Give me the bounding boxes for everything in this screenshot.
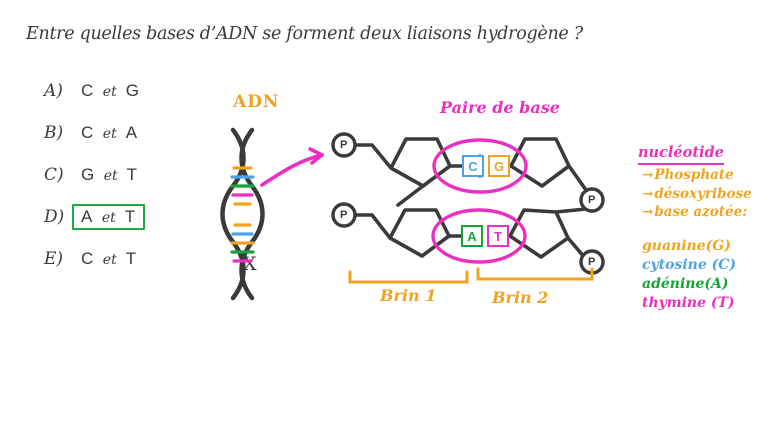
zoom-arrow-icon — [260, 147, 324, 187]
option-e-conjunction: et — [102, 251, 117, 268]
option-d-base2: T — [124, 206, 136, 226]
answer-options-list: A) C et G B) C et A C) G et T D) — [44, 70, 254, 280]
legend-panel: nucléotide →Phosphate →désoxyribose →bas… — [638, 142, 760, 313]
option-a-base1: C — [81, 80, 94, 100]
legend-bases-list: guanine(G) cytosine (C) adénine(A) thymi… — [642, 237, 760, 313]
option-e[interactable]: E) C et T — [44, 238, 254, 280]
arrow-icon: → — [642, 204, 654, 221]
legend-base-thymine-name: thymine — [642, 294, 706, 311]
option-b-base1: C — [81, 122, 94, 142]
legend-item-phosphate: →Phosphate — [642, 167, 760, 184]
base-box-thymine: T — [487, 225, 509, 247]
legend-base-adenine-name: adénine — [642, 276, 705, 293]
dna-helix-icon — [220, 127, 265, 301]
option-b[interactable]: B) C et A — [44, 112, 254, 154]
strand-2-label: Brin 2 — [492, 288, 549, 307]
option-b-base2: A — [125, 122, 138, 142]
phosphate-label-2: P — [340, 209, 348, 221]
arrow-icon: → — [642, 166, 654, 183]
option-e-base2: T — [125, 248, 137, 268]
legend-base-guanine-code: (G) — [705, 238, 731, 255]
legend-item-deoxyribose: →désoxyribose — [642, 186, 760, 203]
phosphate-label-3: P — [588, 194, 596, 206]
base-box-cytosine: C — [462, 155, 484, 177]
option-c[interactable]: C) G et T — [44, 154, 254, 196]
correct-answer-highlight-box: A et T — [72, 203, 145, 231]
adn-title: ADN — [233, 92, 280, 112]
legend-base-thymine: thymine (T) — [642, 294, 760, 313]
legend-base-guanine: guanine(G) — [642, 237, 760, 256]
legend-base-thymine-code: (T) — [710, 294, 735, 311]
option-c-base2: T — [126, 164, 138, 184]
option-e-letter: E) — [44, 249, 64, 269]
legend-base-cytosine: cytosine (C) — [642, 256, 760, 275]
option-b-conjunction: et — [102, 125, 117, 142]
phosphate-label-1: P — [340, 139, 348, 151]
option-a-base2: G — [125, 80, 140, 100]
legend-base-cytosine-name: cytosine — [642, 257, 707, 274]
question-text: Entre quelles bases d’ADN se forment deu… — [26, 24, 583, 44]
legend-item-nitrogenous-base: →base azotée: — [642, 204, 760, 221]
legend-base-guanine-name: guanine — [642, 238, 706, 255]
option-a-letter: A) — [44, 81, 63, 101]
base-pair-title: Paire de base — [440, 98, 560, 117]
base-box-guanine: G — [488, 155, 510, 177]
legend-base-adenine: adénine(A) — [642, 275, 760, 294]
legend-title: nucléotide — [638, 144, 724, 165]
legend-base-adenine-code: (A) — [704, 276, 729, 293]
legend-base-cytosine-code: (C) — [711, 257, 737, 274]
legend-item-nitrogenous-base-label: base azotée: — [654, 204, 748, 221]
option-a-conjunction: et — [102, 83, 117, 100]
arrow-icon: → — [642, 185, 654, 202]
phosphate-circles — [331, 132, 605, 275]
strand-1-label: Brin 1 — [380, 286, 437, 305]
base-pair-ellipse-at — [431, 208, 527, 264]
option-d-letter: D) — [44, 207, 65, 227]
helix-base-rungs — [230, 166, 255, 263]
base-pair-ellipse-cg — [432, 138, 528, 194]
option-c-base1: G — [81, 164, 95, 184]
strand-brackets — [348, 267, 594, 284]
legend-item-phosphate-label: Phosphate — [654, 166, 734, 183]
phosphate-label-4: P — [588, 256, 596, 268]
option-e-base1: C — [81, 248, 94, 268]
strand1-backbone — [352, 137, 464, 258]
option-b-letter: B) — [44, 123, 64, 143]
option-c-conjunction: et — [103, 167, 118, 184]
option-d-conjunction: et — [101, 209, 116, 226]
option-a[interactable]: A) C et G — [44, 70, 254, 112]
base-box-adenine: A — [461, 225, 483, 247]
x-mark: X — [243, 253, 257, 275]
option-d[interactable]: D) A et T — [44, 196, 254, 238]
option-d-base1: A — [81, 206, 93, 226]
legend-item-deoxyribose-label: désoxyribose — [654, 185, 752, 202]
option-c-letter: C) — [44, 165, 64, 185]
